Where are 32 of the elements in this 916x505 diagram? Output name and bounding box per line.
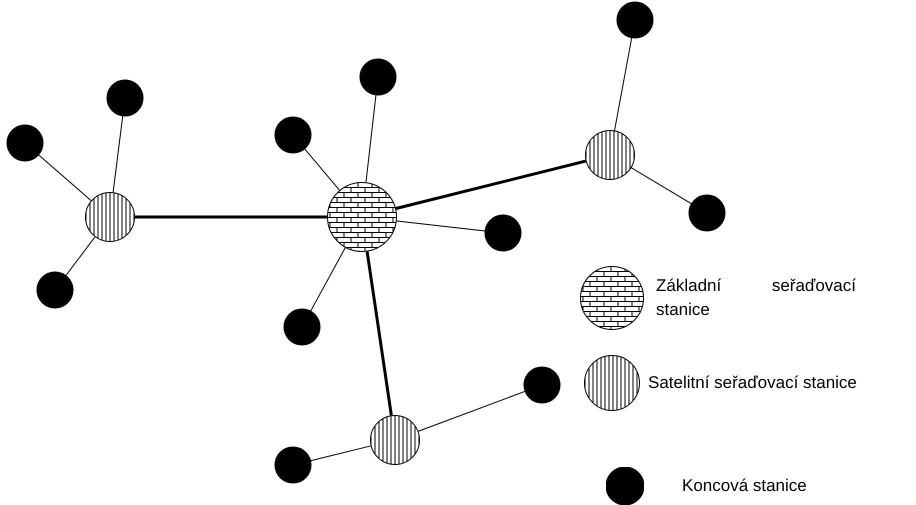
end-station-dot (689, 195, 725, 231)
legend-text: Základní seřaďovací stanice (656, 275, 856, 321)
end-station-dot (284, 309, 320, 345)
end-station-dot (485, 215, 521, 251)
connector-line (630, 167, 692, 204)
end-station-dot (360, 59, 396, 95)
connector-line (365, 94, 376, 183)
end-station-dot (524, 367, 560, 403)
connector-line (614, 37, 632, 131)
end-station-dot (107, 80, 143, 116)
connector-line (396, 220, 486, 232)
end-station-dot (275, 447, 311, 483)
connector-line (310, 445, 372, 462)
legend-text: Koncová stanice (682, 475, 808, 497)
connector-line (38, 154, 92, 202)
connector-line (366, 251, 393, 416)
connector-line (418, 390, 526, 432)
connector-line (135, 216, 327, 218)
satellite-station-circle (370, 415, 420, 465)
main-station-circle (327, 182, 397, 252)
connector-line (65, 236, 96, 276)
connector-line (112, 115, 124, 193)
satellite-station-circle (85, 192, 135, 242)
end-station-dot (7, 125, 43, 161)
connector-line (304, 148, 340, 191)
connector-line (396, 160, 586, 210)
satellite-station-circle (585, 130, 635, 180)
end-station-dot (617, 2, 653, 38)
legend-text: Satelitní seřaďovací stanice (648, 372, 858, 394)
end-station-dot (275, 117, 311, 153)
connector-line (310, 247, 346, 312)
end-station-dot (37, 272, 73, 308)
